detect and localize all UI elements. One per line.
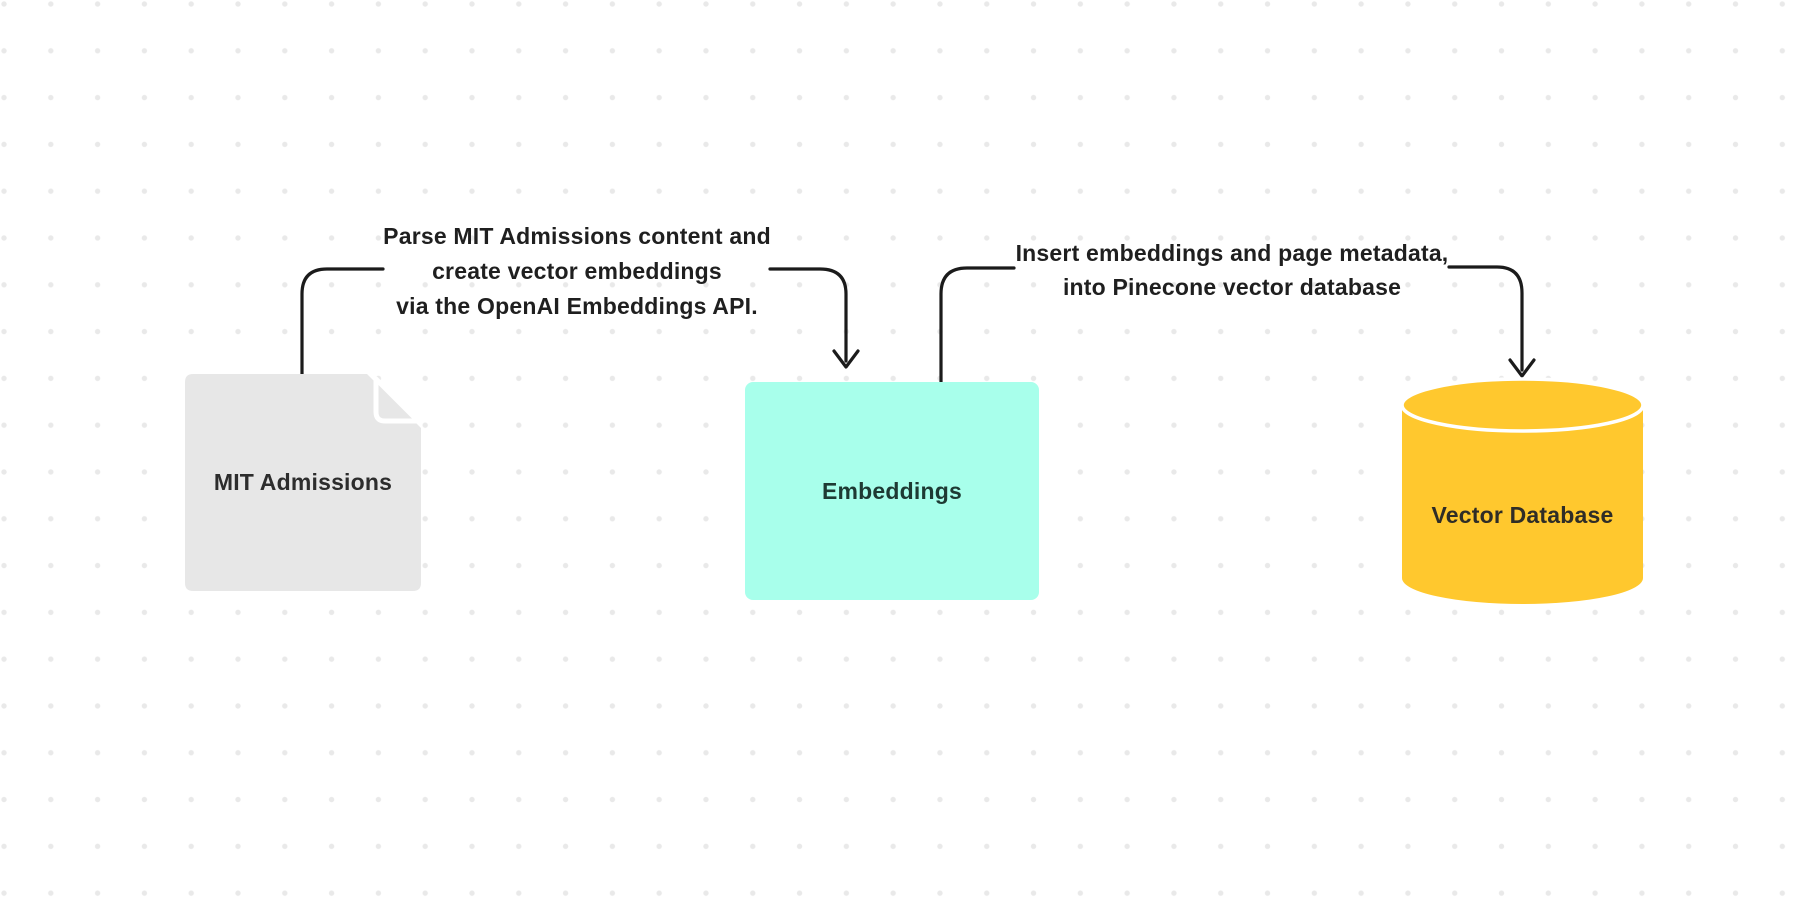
annotation-line: Parse MIT Admissions content and (383, 223, 771, 249)
cylinder-body[interactable] (1402, 405, 1643, 604)
arrowhead-down-icon (1508, 358, 1536, 378)
node-embeddings[interactable] (745, 382, 1039, 600)
connector-embeddings-to-vectordb (939, 265, 1536, 384)
node-vector-database[interactable] (1400, 377, 1645, 604)
annotation-line: into Pinecone vector database (1062, 274, 1402, 300)
cylinder-lid[interactable] (1400, 377, 1645, 433)
connector-segment-left (939, 266, 1016, 384)
annotation-line: via the OpenAI Embeddings API. (396, 293, 758, 319)
arrowhead-down-icon (832, 349, 860, 369)
document-shape[interactable] (185, 374, 421, 591)
annotation-parse-embeddings: Parse MIT Admissions content and create … (357, 219, 797, 324)
annotation-line: create vector embeddings (432, 258, 722, 284)
connector-segment-left (300, 267, 385, 376)
connector-segment-right (1447, 265, 1524, 372)
document-fold-corner (373, 376, 421, 424)
annotation-line: Insert embeddings and page metadata, (1015, 240, 1449, 266)
node-mit-admissions[interactable] (185, 374, 421, 591)
connector-doc-to-embeddings (300, 267, 860, 376)
annotation-insert-pinecone: Insert embeddings and page metadata, int… (1002, 236, 1462, 304)
connector-segment-right (768, 267, 848, 363)
